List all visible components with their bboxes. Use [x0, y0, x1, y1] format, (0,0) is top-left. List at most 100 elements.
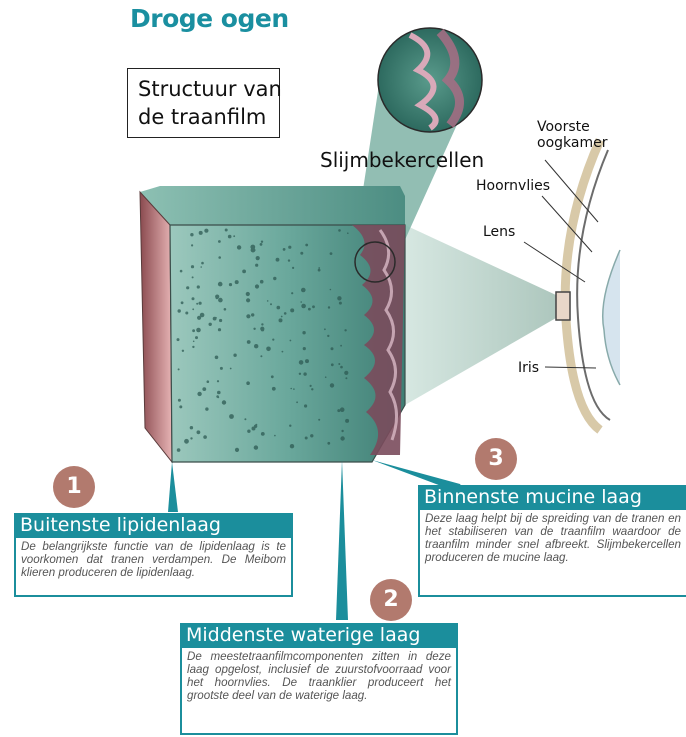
droplet-dot — [318, 269, 321, 272]
droplet-dot — [318, 267, 320, 269]
droplet-dot — [196, 303, 198, 305]
droplet-dot — [228, 235, 232, 239]
droplet-dot — [292, 267, 294, 269]
callout-2-panel: Middenste waterige laag De meestetraanfi… — [180, 623, 458, 735]
droplet-dot — [272, 339, 274, 341]
droplet-dot — [192, 308, 194, 310]
droplet-dot — [191, 265, 194, 268]
droplet-dot — [318, 419, 320, 421]
droplet-dot — [225, 229, 228, 232]
droplet-dot — [338, 229, 341, 232]
droplet-dot — [281, 316, 283, 318]
droplet-dot — [224, 308, 227, 311]
view-beam — [405, 225, 556, 405]
droplet-dot — [304, 404, 307, 407]
droplet-dot — [192, 297, 195, 300]
droplet-dot — [344, 329, 346, 331]
droplet-dot — [254, 344, 258, 348]
label-voorste-oogkamer: Voorste oogkamer — [537, 119, 607, 151]
droplet-dot — [218, 298, 223, 303]
droplet-dot — [271, 375, 274, 378]
droplet-dot — [290, 308, 294, 312]
droplet-dot — [345, 419, 349, 423]
droplet-dot — [261, 328, 264, 331]
droplet-dot — [197, 430, 201, 434]
droplet-dot — [311, 388, 313, 390]
droplet-dot — [266, 347, 271, 352]
droplet-dot — [301, 288, 306, 293]
droplet-dot — [177, 338, 180, 341]
droplet-dot — [338, 363, 340, 365]
droplet-dot — [337, 409, 340, 412]
droplet-dot — [193, 341, 195, 343]
droplet-dot — [290, 388, 292, 390]
droplet-dot — [344, 371, 348, 375]
droplet-dot — [230, 368, 232, 370]
droplet-dot — [267, 300, 269, 302]
callout-2-heading: Middenste waterige laag — [180, 623, 458, 648]
droplet-dot — [274, 435, 276, 437]
callout-1-text: De belangrijkste functie van de lipidenl… — [14, 538, 293, 597]
droplet-dot — [340, 436, 344, 440]
droplet-dot — [250, 245, 255, 250]
droplet-dot — [305, 244, 308, 247]
droplet-dot — [218, 328, 221, 331]
droplet-dot — [197, 285, 200, 288]
droplet-dot — [310, 385, 312, 387]
droplet-dot — [182, 350, 184, 352]
droplet-dot — [288, 259, 290, 261]
droplet-dot — [299, 360, 304, 365]
droplet-dot — [325, 376, 327, 378]
droplet-dot — [229, 283, 232, 286]
structure-label-line1: Structuur van — [138, 75, 269, 103]
droplet-dot — [199, 231, 203, 235]
droplet-dot — [291, 292, 293, 294]
droplet-dot — [195, 336, 198, 339]
droplet-dot — [270, 303, 272, 305]
droplet-dot — [331, 347, 334, 350]
droplet-dot — [197, 392, 201, 396]
droplet-dot — [218, 256, 221, 259]
droplet-dot — [181, 301, 184, 304]
droplet-dot — [310, 434, 313, 437]
droplet-dot — [196, 328, 201, 333]
droplet-dot — [178, 399, 181, 402]
droplet-dot — [215, 356, 219, 360]
droplet-dot — [290, 444, 294, 448]
droplet-dot — [200, 313, 205, 318]
droplet-dot — [253, 328, 255, 330]
droplet-dot — [305, 359, 309, 363]
droplet-dot — [283, 248, 286, 251]
droplet-dot — [237, 245, 241, 249]
droplet-dot — [301, 304, 306, 309]
label-voorste-line2: oogkamer — [537, 135, 607, 151]
droplet-dot — [303, 372, 306, 375]
droplet-dot — [254, 445, 258, 449]
structure-label-box: Structuur van de traanfilm — [127, 68, 280, 138]
droplet-dot — [205, 407, 208, 410]
droplet-dot — [293, 388, 295, 390]
callout-3-heading: Binnenste mucine laag — [418, 485, 686, 510]
droplet-dot — [177, 448, 181, 452]
droplet-dot — [186, 286, 189, 289]
droplet-dot — [340, 407, 345, 412]
droplet-dot — [282, 351, 284, 353]
droplet-dot — [261, 241, 263, 243]
droplet-dot — [251, 313, 254, 316]
droplet-dot — [217, 380, 219, 382]
droplet-dot — [255, 264, 258, 267]
callout-1-panel: Buitenste lipidenlaag De belangrijkste f… — [14, 513, 293, 597]
droplet-dot — [190, 426, 193, 429]
callout-3-number: 3 — [475, 438, 517, 480]
droplet-dot — [302, 331, 305, 334]
droplet-dot — [328, 306, 330, 308]
droplet-dot — [246, 292, 250, 296]
droplet-dot — [192, 276, 194, 278]
droplet-dot — [190, 233, 193, 236]
label-lens: Lens — [483, 224, 515, 240]
callout-2-connector — [336, 460, 348, 620]
label-voorste-line1: Voorste — [537, 119, 607, 135]
droplet-dot — [180, 270, 183, 273]
droplet-dot — [217, 391, 221, 395]
droplet-dot — [273, 277, 276, 280]
